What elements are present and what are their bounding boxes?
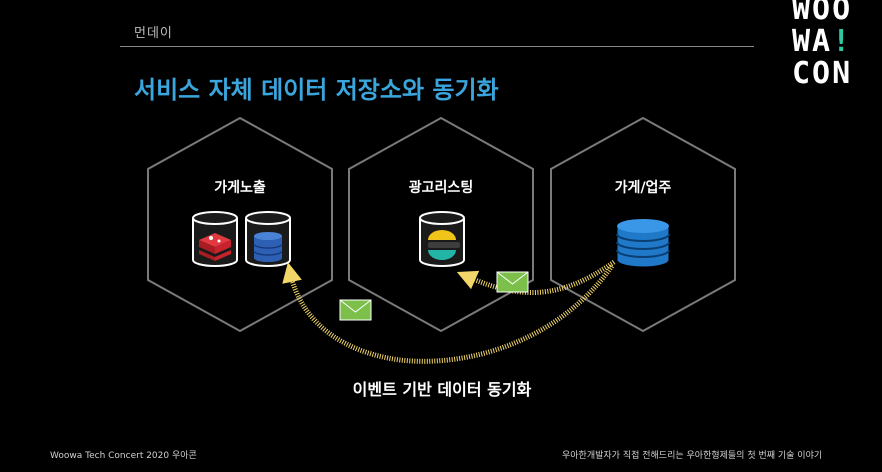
diagram-caption: 이벤트 기반 데이터 동기화: [352, 380, 532, 399]
logo-line-1: WOO: [792, 0, 853, 27]
hex-label-store-owner: 가게/업주: [614, 180, 672, 196]
logo-line-3: CON: [792, 56, 853, 91]
hex-label-ad-listing: 광고리스팅: [408, 180, 474, 196]
woowacon-logo: WOO WA! CON: [792, 0, 882, 94]
sync-arrow-to-ad-listing: [456, 259, 616, 296]
hex-label-store-exposure: 가게노출: [214, 180, 266, 196]
database-icon: [616, 219, 670, 268]
redis-database-icon: [192, 211, 238, 267]
section-label: 먼데이: [134, 26, 173, 41]
sync-arrow-to-store-exposure: [282, 262, 615, 364]
dynamodb-database-icon: [245, 211, 291, 267]
hexagon-store-exposure: [147, 116, 333, 333]
logo-mark: !: [832, 24, 853, 59]
logo-line-2-text: WA: [792, 24, 833, 59]
envelope-icon: [339, 299, 372, 321]
elasticsearch-database-icon: [419, 211, 465, 267]
slide-title: 서비스 자체 데이터 저장소와 동기화: [134, 76, 499, 104]
footer-tagline: 우아한개발자가 직접 전해드리는 우아한형제들의 첫 번째 기술 이야기: [562, 451, 823, 461]
logo-line-2: WA!: [792, 26, 882, 58]
hexagon-ad-listing: [348, 116, 534, 333]
envelope-icon: [496, 271, 529, 293]
hexagon-store-owner: [550, 116, 736, 333]
header-divider: [120, 46, 754, 47]
footer-event-name: Woowa Tech Concert 2020 우아콘: [50, 451, 197, 461]
